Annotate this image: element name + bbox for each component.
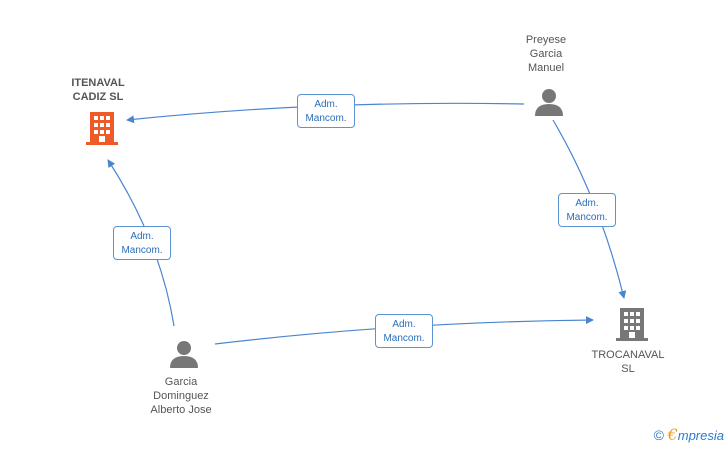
- edge-label-line: Adm.: [314, 99, 338, 110]
- brand-name: mpresia: [677, 428, 724, 443]
- node-label-line: TROCANAVAL: [591, 349, 665, 361]
- node-label-line: Preyese: [525, 34, 567, 46]
- edge-label-line: Mancom.: [383, 333, 425, 344]
- node-label-line: Manuel: [527, 62, 565, 74]
- edge-label-preyese-itenaval[interactable]: Adm. Mancom.: [297, 94, 355, 128]
- node-label-line: CADIZ SL: [72, 91, 124, 103]
- edge-label-line: Mancom.: [305, 113, 347, 124]
- edge-label-line: Mancom.: [121, 245, 163, 256]
- building-icon: [616, 308, 648, 341]
- edge-label-preyese-trocanaval[interactable]: Adm. Mancom.: [558, 193, 616, 227]
- node-label-garcia[interactable]: Garcia Dominguez Alberto Jose: [136, 375, 226, 417]
- node-label-line: Garcia: [529, 48, 563, 60]
- edge-label-line: Adm.: [130, 231, 154, 242]
- person-icon: [535, 89, 563, 116]
- edge-label-line: Adm.: [392, 319, 416, 330]
- brand-watermark: © €mpresia: [654, 425, 724, 444]
- node-label-line: ITENAVAL: [71, 77, 125, 89]
- edge-label-line: Adm.: [575, 198, 599, 209]
- node-label-itenaval[interactable]: ITENAVAL CADIZ SL: [58, 76, 138, 104]
- person-icon: [170, 341, 198, 368]
- node-label-preyese[interactable]: Preyese Garcia Manuel: [506, 33, 586, 75]
- edge-label-garcia-itenaval[interactable]: Adm. Mancom.: [113, 226, 171, 260]
- node-label-line: Alberto Jose: [150, 404, 212, 416]
- brand-logo-e: €: [667, 425, 678, 444]
- edge-label-garcia-trocanaval[interactable]: Adm. Mancom.: [375, 314, 433, 348]
- node-label-trocanaval[interactable]: TROCANAVAL SL: [584, 348, 672, 376]
- node-label-line: Garcia: [164, 376, 198, 388]
- building-icon: [86, 112, 118, 145]
- node-label-line: Dominguez: [153, 390, 209, 402]
- edge-label-line: Mancom.: [566, 212, 608, 223]
- node-label-line: SL: [621, 363, 635, 375]
- copyright-icon: ©: [653, 427, 664, 443]
